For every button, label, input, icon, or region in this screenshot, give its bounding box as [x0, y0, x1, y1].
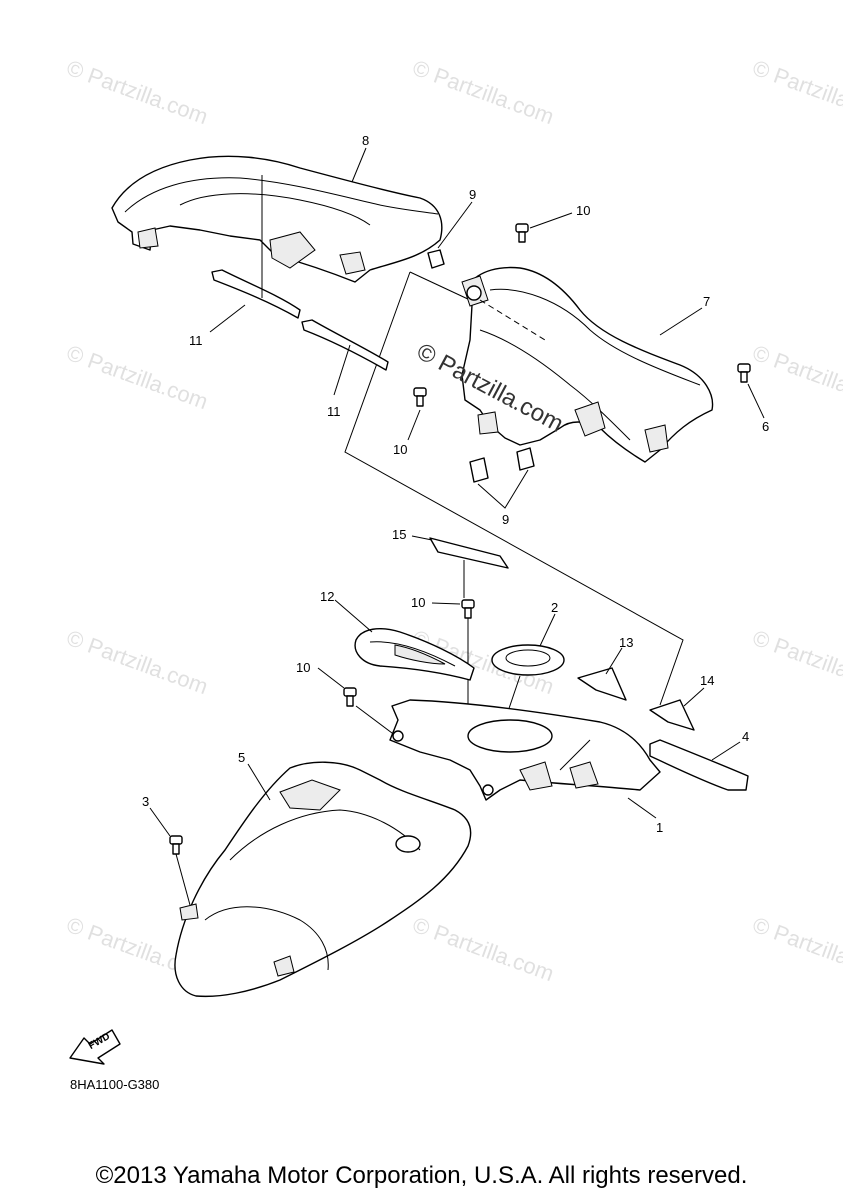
callout-10-lower-left: 10 [296, 660, 311, 675]
leader-14 [683, 687, 705, 707]
part-12-pocket [354, 628, 475, 681]
callout-13: 13 [619, 635, 634, 650]
callout-10-top: 10 [576, 203, 591, 218]
part-7-side-cover [461, 266, 714, 463]
leader-12 [334, 599, 373, 633]
leader-2 [539, 613, 556, 647]
leader-4 [711, 741, 741, 761]
part-5-lower-cover [174, 761, 472, 998]
leader-5 [247, 763, 271, 801]
callout-9-bottom: 9 [502, 512, 510, 527]
leader-11a [209, 304, 246, 333]
part-9-clip-b [469, 457, 489, 483]
dash-7 [479, 299, 546, 341]
callout-14: 14 [700, 673, 715, 688]
leader-9a [437, 201, 473, 249]
leader-13 [605, 647, 623, 675]
callout-9-top: 9 [469, 187, 477, 202]
leader-6 [747, 383, 765, 419]
part-9-clip-a [427, 249, 445, 269]
part-10-screw-a [515, 223, 529, 243]
callout-12: 12 [320, 589, 335, 604]
leader-3-down [175, 853, 191, 906]
callout-7: 7 [703, 294, 711, 309]
leader-8 [351, 147, 367, 183]
leader-15 [411, 535, 433, 541]
leader-3 [149, 807, 171, 837]
leader-1-b [559, 739, 591, 771]
part-8-upper-cover [111, 155, 443, 283]
leader-10a [529, 212, 573, 229]
callout-8: 8 [362, 133, 370, 148]
leader-1 [627, 797, 657, 819]
callout-15: 15 [392, 527, 407, 542]
part-2-grommet [491, 644, 565, 676]
leader-10d-b [355, 705, 397, 737]
callout-11-left: 11 [189, 333, 203, 348]
leader-11b [333, 344, 351, 396]
callout-10-center: 10 [411, 595, 426, 610]
part-10-screw-c [461, 599, 475, 619]
callout-10-mid-left: 10 [393, 442, 408, 457]
diagram-code: 8HA1100-G380 [70, 1077, 160, 1092]
part-13-label [577, 667, 627, 701]
callout-6: 6 [762, 419, 770, 434]
leader-10b [407, 409, 421, 441]
fwd-arrow-icon [69, 1029, 121, 1065]
leader-9b [477, 469, 529, 509]
part-11-strip-a [211, 269, 301, 319]
leader-7 [659, 307, 703, 336]
part-9-clip-c [516, 447, 535, 471]
part-15-label [429, 537, 509, 569]
part-11-strip-b [301, 319, 389, 371]
copyright-notice: ©2013 Yamaha Motor Corporation, U.S.A. A… [95, 1162, 748, 1189]
part-3-screw [169, 835, 183, 855]
part-4-strip [649, 739, 749, 791]
part-10-screw-d [343, 687, 357, 707]
callout-3: 3 [142, 794, 150, 809]
part-6-screw [737, 363, 751, 383]
callout-2: 2 [551, 600, 559, 615]
callout-11-mid: 11 [327, 404, 341, 419]
leader-10c [431, 602, 461, 605]
part-10-screw-b [413, 387, 427, 407]
callout-1: 1 [656, 820, 664, 835]
callout-5: 5 [238, 750, 246, 765]
assembly-outline-top [409, 271, 471, 301]
part-14-label [649, 699, 695, 731]
part-1-inner-panel [389, 699, 661, 801]
callout-4: 4 [742, 729, 750, 744]
leader-10d [317, 667, 345, 689]
